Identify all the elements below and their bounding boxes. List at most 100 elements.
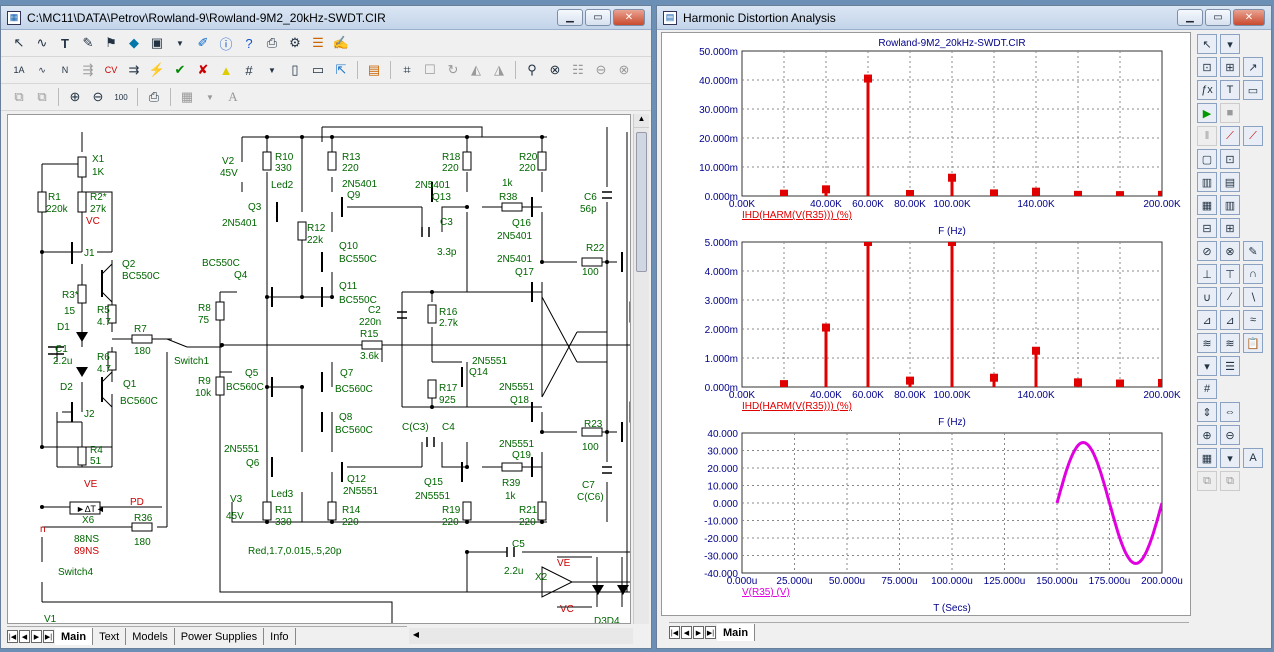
flag-icon[interactable]: ⚑ bbox=[105, 35, 117, 50]
select-icon[interactable]: ↖ bbox=[1197, 34, 1217, 54]
zoom-minus-icon[interactable]: ⊖ bbox=[1220, 425, 1240, 445]
tab-next-icon[interactable]: ▶ bbox=[31, 630, 42, 643]
slope-up-icon[interactable]: ∕ bbox=[1220, 287, 1240, 307]
zoom-x-icon[interactable]: ⊞ bbox=[1220, 218, 1240, 238]
tiles-icon[interactable]: ▦ bbox=[180, 89, 194, 104]
minimize-button[interactable]: ▁ bbox=[557, 9, 583, 26]
tag-icon[interactable]: ▢ bbox=[1197, 149, 1217, 169]
font-icon[interactable]: A bbox=[1243, 448, 1263, 468]
clipboard-icon[interactable]: 📋 bbox=[1243, 333, 1263, 353]
select-arrow-icon[interactable]: ↖ bbox=[13, 35, 25, 50]
tab-first-icon[interactable]: |◀ bbox=[7, 630, 18, 643]
edit-icon[interactable]: ✍ bbox=[332, 35, 350, 50]
save-icon[interactable]: ▤ bbox=[367, 62, 381, 77]
label-icon[interactable]: ▭ bbox=[1243, 80, 1263, 100]
arrow-icon[interactable]: ⇉ bbox=[128, 62, 140, 77]
scroll-left-icon[interactable]: ◀ bbox=[412, 630, 420, 639]
maximize-button[interactable]: ▭ bbox=[1205, 9, 1231, 26]
schematic-canvas[interactable]: ►∆T◄ X1 1K R1 220k R2* 27k J1 Q2 BC550C bbox=[7, 114, 631, 624]
schematic-vertical-scrollbar[interactable]: ▲ bbox=[633, 114, 649, 624]
binoculars-icon[interactable]: ⊗ bbox=[549, 62, 561, 77]
wire-icon[interactable]: ∿ bbox=[36, 35, 48, 50]
dropdown-icon[interactable]: ▾ bbox=[1220, 448, 1240, 468]
close-button[interactable]: ✕ bbox=[1233, 9, 1265, 26]
peak-right-icon[interactable]: ⊤ bbox=[1220, 264, 1240, 284]
autoscale-icon[interactable]: ⊞ bbox=[1220, 57, 1240, 77]
tab-power-supplies[interactable]: Power Supplies bbox=[175, 628, 265, 645]
zoom-out-icon[interactable]: ⊗ bbox=[1220, 241, 1240, 261]
tab-last-icon[interactable]: ▶| bbox=[705, 626, 716, 639]
scroll-up-icon[interactable]: ▲ bbox=[634, 114, 649, 128]
cross-icon[interactable]: ✘ bbox=[197, 62, 209, 77]
peak-up-icon[interactable]: ∩ bbox=[1243, 264, 1263, 284]
copy-icon[interactable]: ⧉ bbox=[14, 89, 24, 104]
tab-next-icon[interactable]: ▶ bbox=[693, 626, 704, 639]
flip-icon[interactable]: ◭ bbox=[471, 62, 481, 77]
page-icon[interactable]: ▯ bbox=[291, 62, 299, 77]
box-icon[interactable]: ⌗ bbox=[403, 62, 411, 77]
grey-icon[interactable]: ⇶ bbox=[82, 62, 94, 77]
high-icon[interactable]: ⊿ bbox=[1197, 310, 1217, 330]
text-icon[interactable]: T bbox=[1220, 80, 1240, 100]
grid-icon[interactable]: # bbox=[245, 62, 253, 78]
grid-bold-icon[interactable]: ▥ bbox=[1197, 172, 1217, 192]
doc-icon[interactable]: ▭ bbox=[311, 62, 325, 77]
close-button[interactable]: ✕ bbox=[613, 9, 645, 26]
font-icon[interactable]: A bbox=[228, 89, 238, 104]
stop-icon[interactable]: ⊖ bbox=[595, 62, 607, 77]
zoom-in-icon[interactable]: ⊕ bbox=[1197, 425, 1217, 445]
tab-main[interactable]: Main bbox=[55, 628, 94, 645]
tab-prev-icon[interactable]: ◀ bbox=[19, 630, 30, 643]
node-numbers-icon[interactable]: 1A bbox=[13, 65, 25, 75]
tab-last-icon[interactable]: ▶| bbox=[43, 630, 54, 643]
tab-prev-icon[interactable]: ◀ bbox=[681, 626, 692, 639]
info-icon[interactable]: ⓘ bbox=[219, 36, 233, 52]
dropdown-icon[interactable]: ▾ bbox=[1220, 34, 1240, 54]
paste-icon[interactable]: ⧉ bbox=[37, 89, 47, 104]
peak-icon[interactable]: ⟋ bbox=[1243, 126, 1263, 146]
curve-icon[interactable]: ≋ bbox=[1197, 333, 1217, 353]
check-icon[interactable]: ✔ bbox=[174, 62, 186, 77]
numeric-icon[interactable]: # bbox=[1197, 379, 1217, 399]
zoom-out-icon[interactable]: ⊖ bbox=[92, 89, 104, 104]
curve2-icon[interactable]: ≋ bbox=[1220, 333, 1240, 353]
grid-minor-icon[interactable]: ▦ bbox=[1197, 195, 1217, 215]
dropdown-icon[interactable]: ▾ bbox=[1197, 356, 1217, 376]
printer-icon[interactable]: ⎙ bbox=[266, 35, 278, 50]
warning-icon[interactable]: ▲ bbox=[219, 62, 233, 78]
peak-left-icon[interactable]: ⊥ bbox=[1197, 264, 1217, 284]
compare-icon[interactable]: ☷ bbox=[572, 62, 584, 77]
tab-text[interactable]: Text bbox=[93, 628, 127, 645]
scroll-thumb[interactable] bbox=[636, 132, 647, 272]
pencil-icon[interactable]: ✎ bbox=[82, 35, 94, 50]
tab-main[interactable]: Main bbox=[717, 624, 756, 641]
grid-icon[interactable]: ▤ bbox=[1220, 172, 1240, 192]
split-icon[interactable]: ⊟ bbox=[1197, 218, 1217, 238]
zoom-y-icon[interactable]: ⊘ bbox=[1197, 241, 1217, 261]
slope-icon[interactable]: ⟋ bbox=[1220, 126, 1240, 146]
grid-h-icon[interactable]: ▥ bbox=[1220, 195, 1240, 215]
dropdown-icon[interactable]: ▼ bbox=[176, 38, 184, 48]
text-tool-icon[interactable]: T bbox=[61, 35, 69, 51]
function-icon[interactable]: ƒx bbox=[1197, 80, 1217, 100]
pause-icon[interactable]: ‖ bbox=[1197, 126, 1217, 146]
tag2-icon[interactable]: ⊡ bbox=[1220, 149, 1240, 169]
scale2-icon[interactable]: ⇔ bbox=[1220, 402, 1240, 422]
lightning-icon[interactable]: ⚡ bbox=[148, 62, 166, 77]
run-icon[interactable]: ▶ bbox=[1197, 103, 1217, 123]
inflection-icon[interactable]: ≈ bbox=[1243, 310, 1263, 330]
list-icon[interactable]: ☰ bbox=[312, 35, 324, 50]
voltages-icon[interactable]: ∿ bbox=[38, 64, 46, 75]
component-icon[interactable]: ▣ bbox=[150, 35, 164, 50]
low-icon[interactable]: ⊿ bbox=[1220, 310, 1240, 330]
list-icon[interactable]: ☰ bbox=[1220, 356, 1240, 376]
cursor-icon[interactable]: ↗ bbox=[1243, 57, 1263, 77]
dropdown-icon[interactable]: ▼ bbox=[206, 92, 214, 102]
zoom-fit-icon[interactable]: 100 bbox=[114, 92, 128, 102]
find-icon[interactable]: ⚲ bbox=[527, 62, 537, 77]
schematic-titlebar[interactable]: ▦ C:\MC11\DATA\Petrov\Rowland-9\Rowland-… bbox=[1, 6, 651, 30]
minimize-button[interactable]: ▁ bbox=[1177, 9, 1203, 26]
stack-icon[interactable]: ⧉ bbox=[1197, 471, 1217, 491]
slope-down-icon[interactable]: ∖ bbox=[1243, 287, 1263, 307]
cancel-icon[interactable]: ⊗ bbox=[618, 62, 630, 77]
